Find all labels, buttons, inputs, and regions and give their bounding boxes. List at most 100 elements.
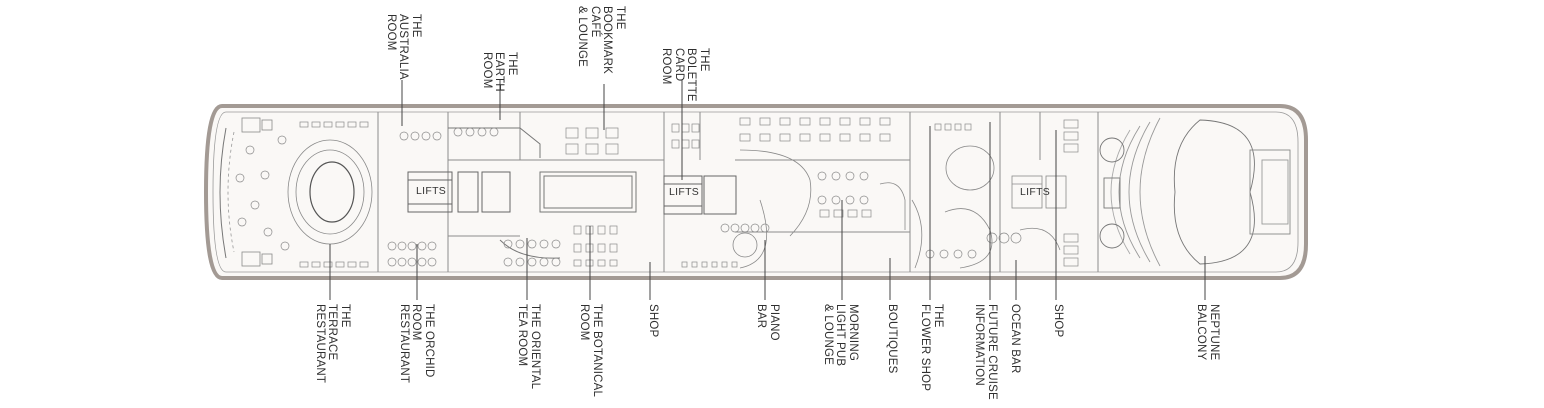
label-piano-bar: PIANO BAR (755, 304, 781, 341)
table-round (986, 232, 998, 244)
table-round (539, 239, 549, 249)
table-round (527, 257, 537, 267)
furniture-piece (779, 133, 791, 142)
furniture-piece (335, 121, 345, 128)
furniture-piece (691, 261, 698, 268)
table-round (503, 257, 513, 267)
table-round (760, 223, 770, 233)
furniture-piece (311, 121, 321, 128)
furniture-piece (573, 225, 582, 235)
furniture-piece (323, 121, 333, 128)
lifts-aft (407, 171, 511, 213)
furniture-piece (311, 261, 321, 268)
furniture-piece (323, 261, 333, 268)
furniture-piece (839, 117, 851, 126)
furniture-piece (954, 123, 962, 131)
table-round (740, 223, 750, 233)
table-round (845, 171, 855, 181)
furniture-piece (819, 133, 831, 142)
table-round (410, 131, 420, 141)
label-shop-2: SHOP (1052, 304, 1064, 338)
furniture-piece (701, 261, 708, 268)
furniture-piece (605, 127, 619, 139)
furniture-piece (759, 133, 771, 142)
label-boutiques: BOUTIQUES (886, 304, 898, 374)
table-round (503, 239, 513, 249)
furniture-piece (681, 261, 688, 268)
furniture-piece (1063, 131, 1079, 141)
table-round (967, 249, 977, 259)
furniture-piece (721, 261, 728, 268)
table-round (831, 195, 841, 205)
label-bookmark-cafe: THE BOOKMARK CAFÉ & LOUNGE (576, 6, 627, 75)
table-round (417, 257, 427, 267)
furniture-piece (859, 117, 871, 126)
table-round (515, 239, 525, 249)
furniture-piece (819, 209, 830, 218)
table-round (551, 239, 561, 249)
furniture-piece (691, 139, 700, 149)
furniture-piece (299, 261, 309, 268)
table-round (845, 195, 855, 205)
furniture-piece (609, 243, 618, 253)
furniture-piece (1063, 257, 1079, 267)
furniture-piece (299, 121, 309, 128)
table-round (387, 241, 397, 251)
furniture-piece (859, 133, 871, 142)
furniture-piece (335, 261, 345, 268)
table-round (421, 131, 431, 141)
hull-inner-wall (212, 111, 1299, 273)
table-round (515, 257, 525, 267)
table-round (477, 127, 487, 137)
furniture-piece (779, 117, 791, 126)
furniture-piece (609, 225, 618, 235)
table-round (250, 200, 260, 210)
table-round (939, 249, 949, 259)
lifts-label-mid: LIFTS (669, 186, 700, 198)
furniture-piece (799, 117, 811, 126)
furniture-piece (879, 117, 891, 126)
table-round (465, 127, 475, 137)
furniture-piece (964, 123, 972, 131)
label-bolette-card-room: THE BOLETTE CARD ROOM (660, 48, 711, 102)
furniture-piece (799, 133, 811, 142)
furniture-piece (585, 143, 599, 155)
furniture-piece (605, 143, 619, 155)
label-oriental-tea-room: THE ORIENTAL TEA ROOM (516, 304, 542, 390)
table-round (527, 239, 537, 249)
label-australia-room: THE AUSTRALIA ROOM (385, 14, 422, 80)
table-round (427, 241, 437, 251)
furniture-piece (671, 123, 680, 133)
furniture-piece (1063, 245, 1079, 255)
furniture-piece (739, 133, 751, 142)
table-round (432, 131, 442, 141)
furniture-piece (671, 139, 680, 149)
furniture-piece (1063, 233, 1079, 243)
central-atrium (448, 127, 637, 259)
table-round (817, 195, 827, 205)
label-botanical-room: THE BOTANICAL ROOM (578, 304, 604, 398)
neptune-lounge (1099, 117, 1291, 267)
lifts-label-fwd: LIFTS (1020, 186, 1051, 198)
furniture-piece (609, 259, 618, 267)
table-round (859, 195, 869, 205)
table-round (453, 127, 463, 137)
label-neptune-balcony: NEPTUNE BALCONY (1195, 304, 1221, 361)
furniture-piece (347, 121, 357, 128)
furniture-piece (819, 117, 831, 126)
furniture-piece (359, 121, 369, 128)
table-round (397, 241, 407, 251)
furniture-piece (565, 143, 579, 155)
furniture-piece (691, 123, 700, 133)
furniture-piece (573, 243, 582, 253)
terrace-area (219, 117, 373, 267)
label-terrace-restaurant: THE TERRACE RESTAURANT (314, 304, 351, 384)
furniture (387, 117, 1079, 268)
furniture-piece (934, 123, 942, 131)
table-round (427, 257, 437, 267)
furniture-piece (847, 209, 858, 218)
table-round (831, 171, 841, 181)
label-orchid-room: THE ORCHID ROOM RESTAURANT (398, 304, 435, 384)
label-shop-1: SHOP (647, 304, 659, 338)
